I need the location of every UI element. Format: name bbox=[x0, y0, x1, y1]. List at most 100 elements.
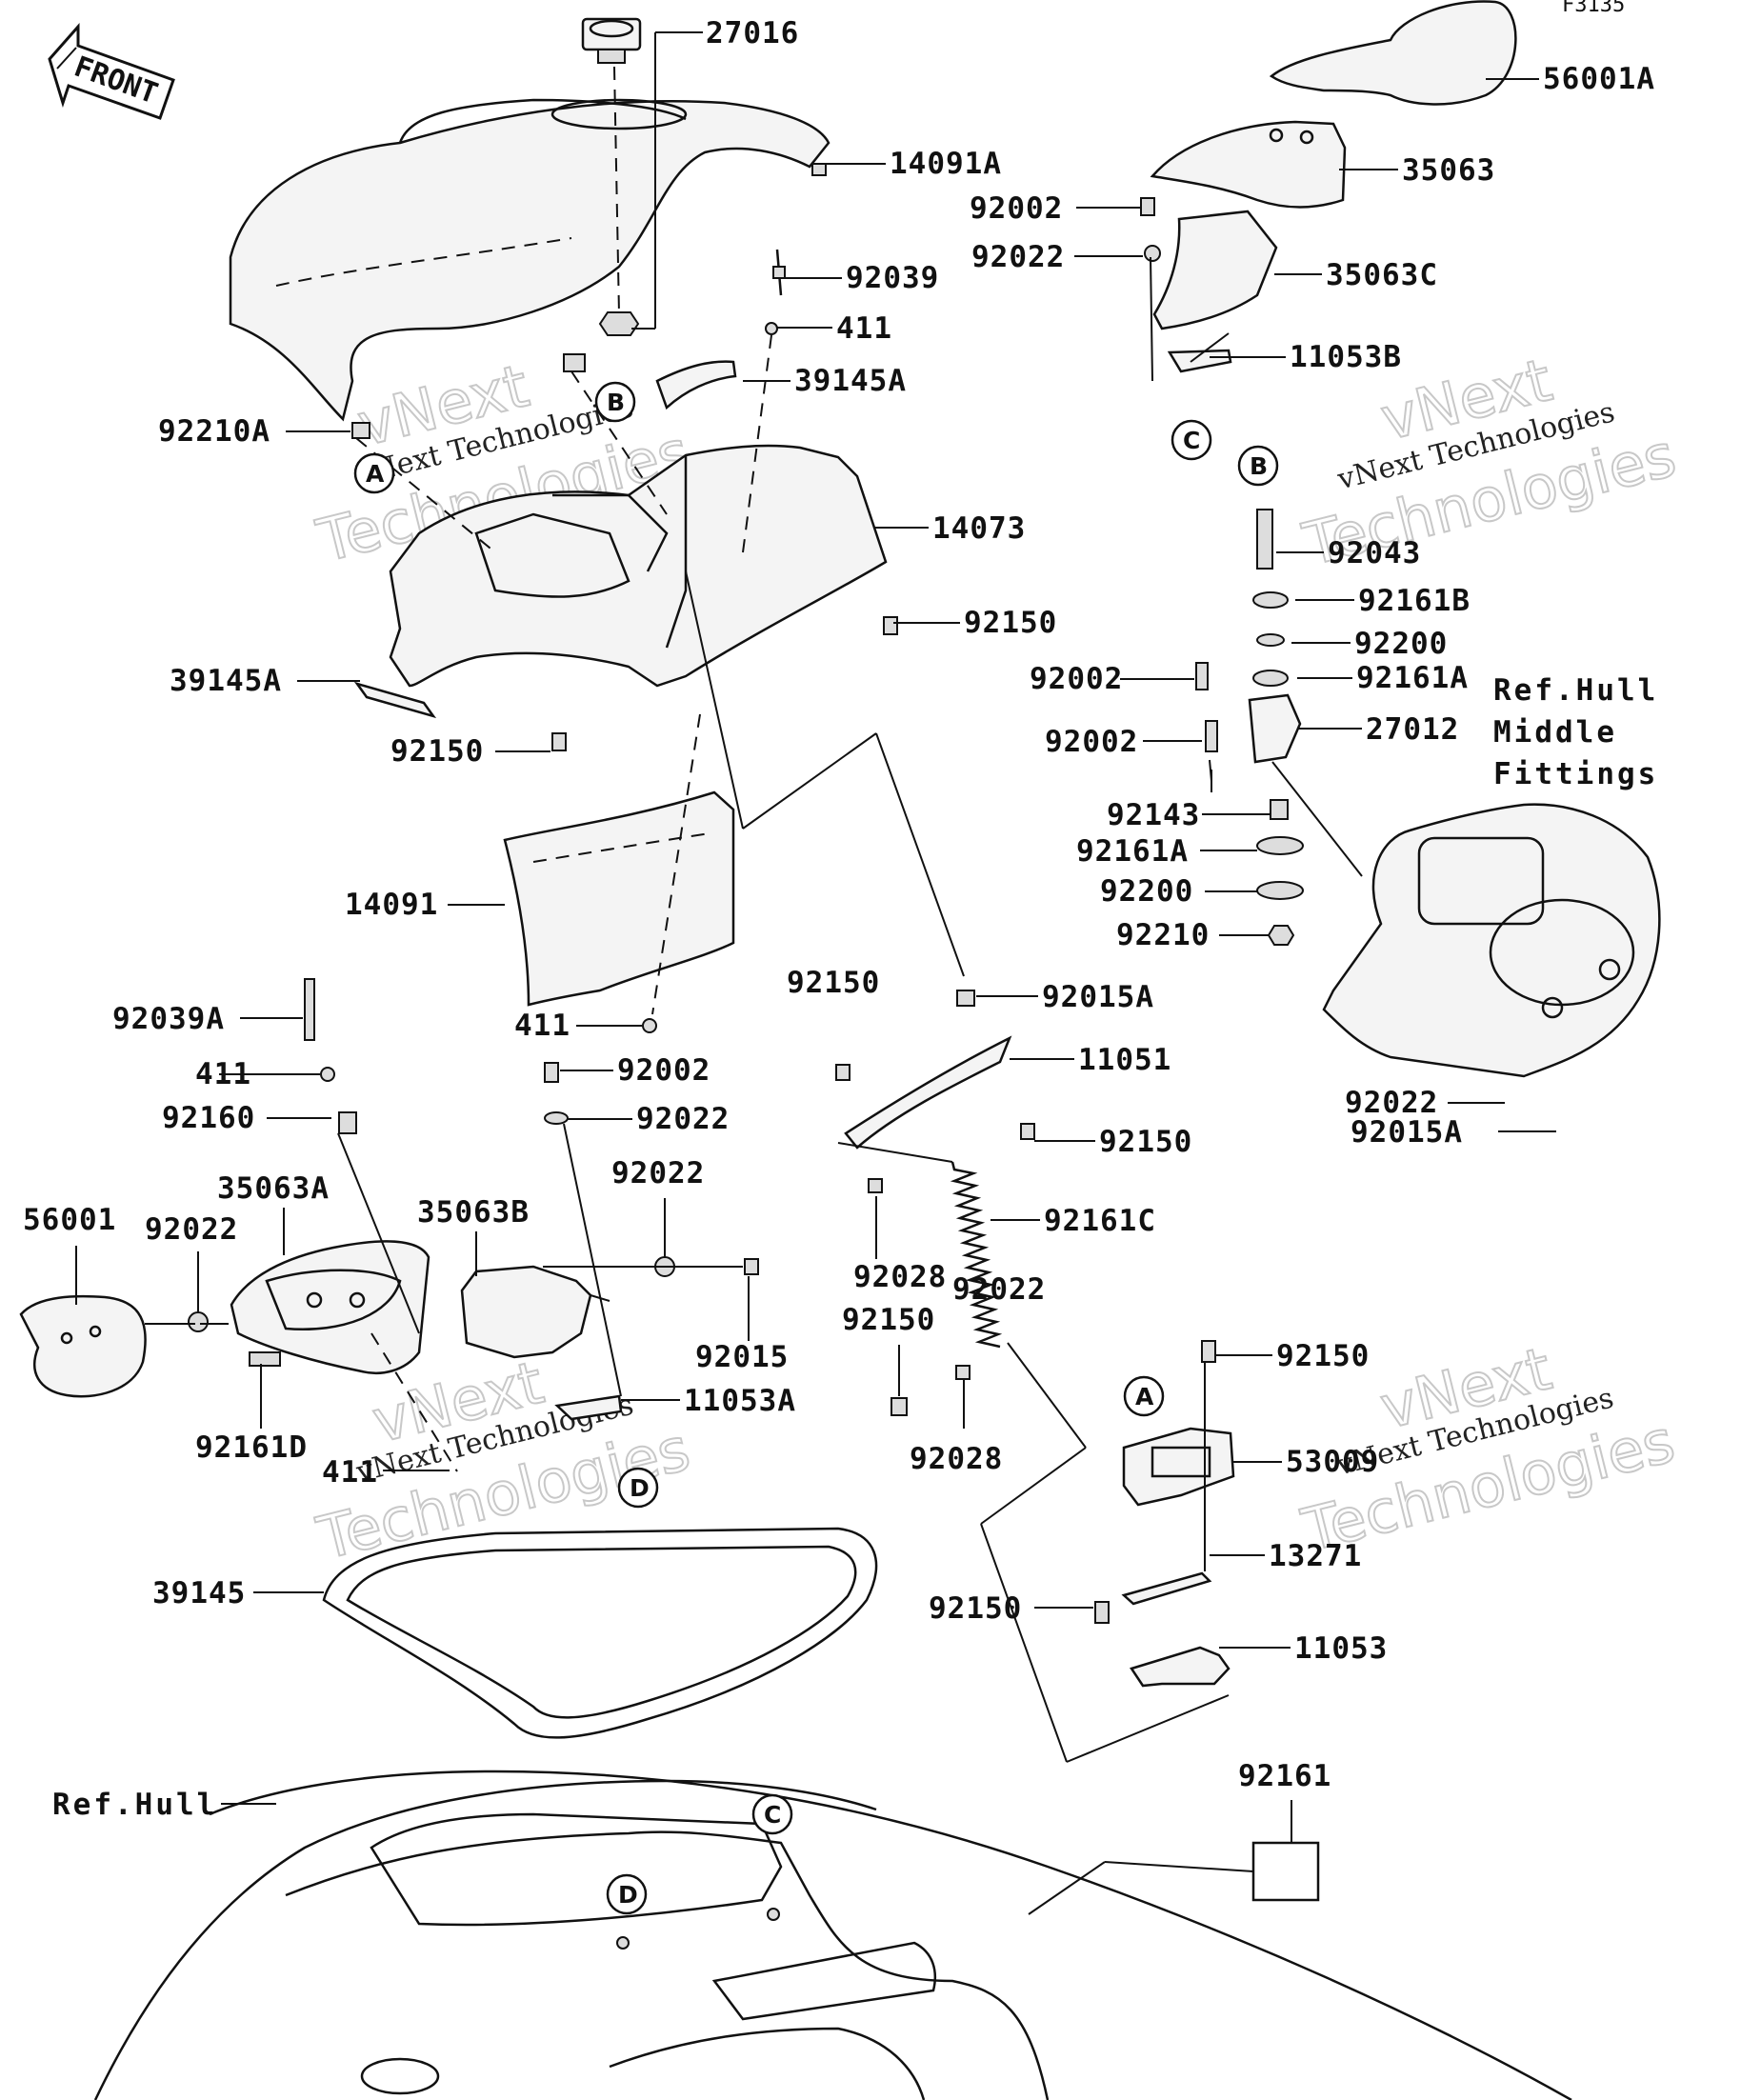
part-label: 35063B bbox=[417, 1195, 530, 1230]
part-label: 92200 bbox=[1354, 627, 1448, 661]
svg-text:C: C bbox=[764, 1801, 781, 1829]
part-label: 92210 bbox=[1116, 918, 1210, 952]
part-labels: 27016 56001A 14091A 35063 92002 92039 92… bbox=[23, 16, 1655, 1793]
part-label: 92161B bbox=[1358, 584, 1471, 618]
part-label: 92022 bbox=[145, 1212, 238, 1247]
part-label: 92161A bbox=[1356, 661, 1469, 695]
part-label: 92150 bbox=[1276, 1339, 1370, 1373]
mirror-56001a bbox=[1269, 0, 1517, 106]
marker-b-bolt: B bbox=[1237, 445, 1279, 487]
note-hull-middle-fittings-line2: Middle bbox=[1493, 715, 1617, 750]
part-label: 92150 bbox=[1099, 1125, 1192, 1159]
part-label: 14073 bbox=[932, 511, 1026, 546]
part-label: 14091 bbox=[345, 888, 438, 922]
bracket-11051 bbox=[844, 1035, 1012, 1150]
part-label: 92150 bbox=[842, 1303, 935, 1337]
part-label: 11051 bbox=[1078, 1043, 1171, 1077]
note-ref-hull: Ref.Hull bbox=[52, 1788, 217, 1822]
part-label: 92150 bbox=[964, 606, 1057, 640]
part-label: 14091A bbox=[890, 147, 1002, 181]
part-label: 92210A bbox=[158, 414, 270, 449]
marker-a-latch: A bbox=[1123, 1375, 1165, 1417]
part-label: 35063 bbox=[1402, 153, 1495, 188]
part-label: 92002 bbox=[1030, 662, 1123, 696]
svg-text:C: C bbox=[1183, 427, 1200, 454]
bracket-11053a-shape bbox=[554, 1394, 623, 1421]
part-label: 92022 bbox=[611, 1156, 705, 1190]
seat-base bbox=[389, 444, 888, 688]
part-label: 92028 bbox=[910, 1442, 1003, 1476]
figure-number: F3135 bbox=[1562, 0, 1625, 17]
svg-text:A: A bbox=[366, 460, 385, 488]
part-label: 92150 bbox=[929, 1591, 1022, 1626]
part-label: 35063C bbox=[1326, 258, 1438, 292]
bolt-92039 bbox=[772, 249, 786, 296]
part-label: 92161C bbox=[1044, 1204, 1156, 1238]
part-label: 27012 bbox=[1366, 712, 1459, 747]
part-label: 56001A bbox=[1543, 62, 1655, 96]
note-hull-middle-fittings-line3: Fittings bbox=[1493, 757, 1658, 791]
part-label: 39145A bbox=[170, 664, 282, 698]
part-label: 27016 bbox=[706, 16, 799, 50]
part-label: 92002 bbox=[970, 191, 1063, 226]
part-label: 39145A bbox=[794, 364, 907, 398]
latch-53009 bbox=[1122, 1427, 1235, 1507]
part-label: 92022 bbox=[971, 240, 1065, 274]
svg-text:B: B bbox=[1250, 452, 1268, 480]
part-label: 92022 bbox=[952, 1272, 1046, 1307]
part-label: 92043 bbox=[1328, 536, 1421, 570]
part-label: 92015A bbox=[1351, 1115, 1463, 1150]
part-shapes bbox=[19, 0, 1661, 2100]
part-label: 92028 bbox=[853, 1260, 947, 1294]
cap-27016-shape bbox=[581, 17, 642, 64]
part-label: 11053B bbox=[1290, 340, 1402, 374]
part-label: 92002 bbox=[617, 1053, 710, 1088]
seat-cushion bbox=[229, 99, 830, 422]
reference-notes: Ref.Hull Middle Fittings Ref.Hull bbox=[52, 673, 1658, 1822]
reference-markers: A B C B A D C D bbox=[353, 381, 1279, 1915]
marker-c-hull: C bbox=[751, 1793, 793, 1835]
marker-c-bracket: C bbox=[1171, 419, 1212, 461]
part-label: 92161A bbox=[1076, 834, 1189, 869]
part-label: 56001 bbox=[23, 1203, 116, 1237]
part-label: 92160 bbox=[162, 1101, 255, 1135]
part-label: 92150 bbox=[390, 734, 484, 769]
part-label: 92200 bbox=[1100, 874, 1193, 909]
part-label: 11053 bbox=[1294, 1631, 1388, 1666]
part-label: 92022 bbox=[636, 1102, 730, 1136]
part-label: 39145 bbox=[152, 1576, 246, 1610]
note-hull-middle-fittings-line1: Ref.Hull bbox=[1493, 673, 1658, 708]
svg-text:B: B bbox=[607, 389, 625, 416]
part-label: 11053A bbox=[684, 1384, 796, 1418]
bracket-35063b bbox=[460, 1265, 592, 1359]
part-label: 92161 bbox=[1238, 1759, 1331, 1793]
part-label: 92039A bbox=[112, 1002, 225, 1036]
part-label: 35063A bbox=[217, 1171, 330, 1206]
part-label: 411 bbox=[195, 1057, 251, 1091]
part-label: 92022 bbox=[1345, 1086, 1438, 1120]
marker-d-bracket: D bbox=[617, 1467, 659, 1509]
cover-35063 bbox=[1150, 120, 1347, 209]
part-label: 92015 bbox=[695, 1340, 789, 1374]
marker-d-hull: D bbox=[606, 1873, 648, 1915]
part-label: 13271 bbox=[1269, 1539, 1362, 1573]
part-label: 411 bbox=[322, 1455, 378, 1490]
part-label: 92161D bbox=[195, 1430, 308, 1465]
front-arrow-icon: FRONT bbox=[48, 23, 175, 120]
marker-b-seat: B bbox=[594, 381, 636, 423]
marker-a-seat: A bbox=[353, 452, 395, 494]
svg-text:A: A bbox=[1135, 1383, 1154, 1410]
part-label: 92150 bbox=[787, 966, 880, 1000]
part-label: 92015A bbox=[1042, 980, 1154, 1014]
part-label: 92039 bbox=[846, 261, 939, 295]
mirror-56001 bbox=[19, 1294, 147, 1398]
svg-text:D: D bbox=[630, 1474, 650, 1502]
gasket-39145 bbox=[322, 1527, 878, 1739]
hull-outline bbox=[209, 1770, 1572, 2100]
part-label: 411 bbox=[514, 1009, 570, 1043]
part-label: 92143 bbox=[1107, 798, 1200, 832]
part-label: 53009 bbox=[1286, 1445, 1379, 1479]
side-panel bbox=[503, 790, 735, 1007]
